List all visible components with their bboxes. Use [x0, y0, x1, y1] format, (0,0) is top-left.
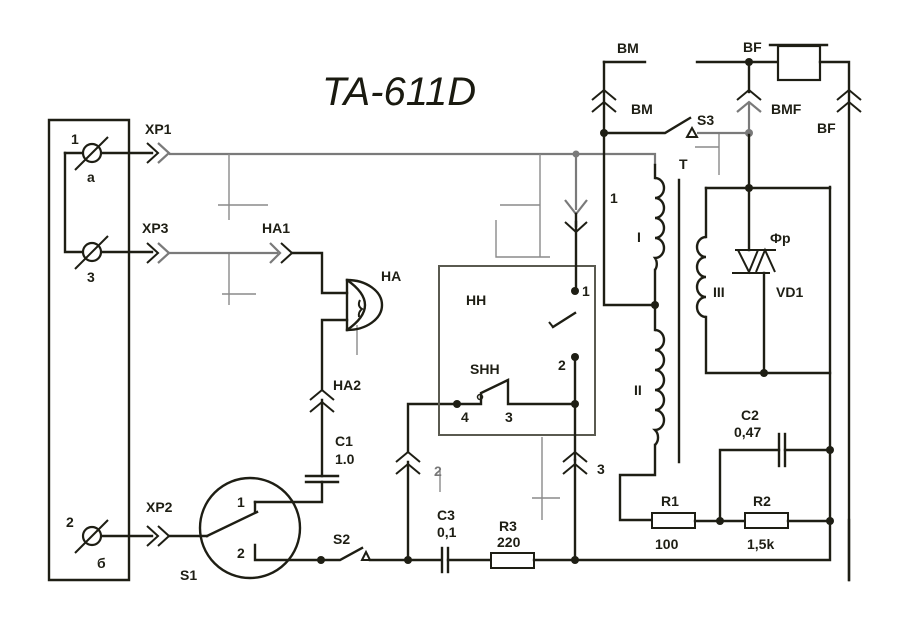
winding3-label: III — [713, 284, 725, 300]
hh-pin1-label: 1 — [582, 283, 590, 299]
vd1-label: VD1 — [776, 284, 803, 300]
ha-buzzer — [345, 278, 384, 332]
terminal-block — [47, 118, 154, 582]
winding-3-coil — [695, 235, 707, 319]
winding1-label: I — [637, 229, 641, 245]
transformer-label: T — [679, 156, 688, 172]
ha1-label: HA1 — [262, 220, 290, 236]
r2-value: 1,5k — [747, 536, 774, 552]
terminal-3-label: 3 — [87, 269, 95, 285]
s1-switch — [198, 476, 322, 580]
hh-block — [438, 212, 596, 462]
bf-label: BF — [817, 120, 836, 136]
r3-resistor — [490, 552, 535, 569]
terminal-1-label: 1 — [71, 131, 79, 147]
xp2-label: XP2 — [146, 499, 173, 515]
hh-pin4-label: 4 — [461, 409, 469, 425]
connector-2-label: 2 — [434, 463, 442, 479]
winding-2-coil — [618, 328, 666, 522]
terminal-2-letter: б — [97, 555, 106, 571]
c3-value: 0,1 — [437, 524, 457, 540]
c1-value: 1.0 — [335, 451, 355, 467]
hh-pin3-label: 3 — [505, 409, 513, 425]
r1-value: 100 — [655, 536, 679, 552]
r3-value: 220 — [497, 534, 521, 550]
fuse-fr — [776, 44, 822, 82]
bmf-label: BMF — [771, 101, 802, 117]
bm-connector — [591, 88, 617, 113]
winding-1-coil — [652, 163, 666, 332]
xp3-label: XP3 — [142, 220, 169, 236]
r2-resistor — [744, 512, 789, 529]
hh-label: HH — [466, 292, 486, 308]
c2-label: C2 — [741, 407, 759, 423]
ha2-label: HA2 — [333, 377, 361, 393]
fr-label: Фр — [770, 230, 791, 246]
s1-pin1-label: 1 — [237, 494, 245, 510]
c1-label: C1 — [335, 433, 353, 449]
winding1-tap-label: 1 — [610, 190, 618, 206]
connector-3-label: 3 — [597, 461, 605, 477]
r3-label: R3 — [499, 518, 517, 534]
bf-connector — [836, 88, 862, 113]
s1-pin2-label: 2 — [237, 545, 245, 561]
r1-resistor — [651, 512, 696, 529]
s3-label: S3 — [697, 112, 714, 128]
diagram-title: TA-611D — [322, 70, 476, 114]
ha-label: HA — [381, 268, 401, 284]
c2-value: 0,47 — [734, 424, 761, 440]
xp1-label: XP1 — [145, 121, 172, 137]
hh-pin2-label: 2 — [558, 357, 566, 373]
r1-label: R1 — [661, 493, 679, 509]
bm-top-label: BM — [617, 40, 639, 56]
vd1-triac — [732, 247, 776, 275]
terminal-1-letter: a — [87, 169, 95, 185]
c3-label: C3 — [437, 507, 455, 523]
bm-label: BM — [631, 101, 653, 117]
s1-label: S1 — [180, 567, 197, 583]
s2-switch — [317, 546, 442, 564]
r2-label: R2 — [753, 493, 771, 509]
s2-label: S2 — [333, 531, 350, 547]
bf-top-label: BF — [743, 39, 762, 55]
terminal-2-label: 2 — [66, 514, 74, 530]
shh-label: SHH — [470, 361, 500, 377]
winding2-label: II — [634, 382, 642, 398]
